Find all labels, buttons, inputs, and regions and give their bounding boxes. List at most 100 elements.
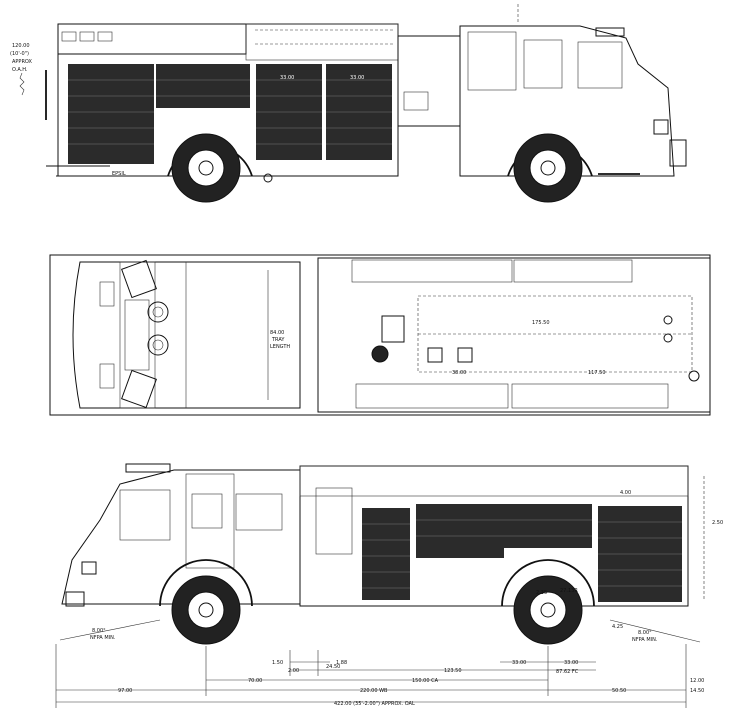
- cab-window-front: [119, 489, 171, 541]
- cab-window: [235, 493, 283, 531]
- dim-row4: 97.00: [118, 688, 132, 694]
- cab-window: [191, 493, 223, 529]
- compartment-label: 33.00: [280, 75, 294, 81]
- rear-hub: [198, 160, 214, 176]
- dim-row3: 70.00: [248, 678, 262, 684]
- top-compartment: [351, 259, 513, 283]
- side-elevation-bottom: 4.00 2.50 2.35 27.13R 4.25 8.00° NFPA MI…: [59, 463, 723, 645]
- top-compartment: [513, 259, 633, 283]
- valve: [427, 347, 443, 363]
- dim-row1: 33.00: [512, 660, 526, 666]
- approach-angle-line: [59, 619, 161, 641]
- departure-angle-line: [609, 619, 701, 643]
- top-compartment: [511, 383, 669, 409]
- pump-panel: [315, 487, 353, 555]
- rollup-door: [156, 64, 250, 108]
- seat: [99, 281, 115, 307]
- cab-outline: [459, 25, 675, 177]
- dim-row1: 1.50: [272, 660, 283, 666]
- valve: [457, 347, 473, 363]
- top-dim: 117.50: [588, 370, 606, 376]
- siren: [147, 301, 169, 323]
- marker-light: [79, 31, 95, 42]
- ground-rear-label: NFPA MIN.: [632, 637, 658, 643]
- height-note-2: (10'-0"): [10, 51, 29, 57]
- dim-row3: 150.00 CA: [412, 678, 439, 684]
- body-top: [317, 257, 711, 413]
- dim-row4: 220.00 WB: [360, 688, 388, 694]
- door-slats: [68, 79, 392, 145]
- top-dim: 175.50: [532, 320, 550, 326]
- cab-door: [467, 31, 517, 91]
- front-light: [81, 561, 97, 575]
- tray-dim-label: TRAY: [271, 337, 285, 343]
- dim-425: 4.25: [612, 624, 623, 630]
- dim-row2: 24.50: [326, 664, 340, 670]
- front-hub: [198, 602, 214, 618]
- door-slats: [362, 519, 682, 589]
- rear-hub: [540, 602, 556, 618]
- dim-row2: 87.62 FC: [556, 669, 579, 675]
- ground-rear-angle: 8.00°: [638, 630, 652, 636]
- plate-text: EPSIL: [112, 171, 126, 177]
- top-dim: 38.00: [452, 370, 466, 376]
- cab-roof: [72, 261, 301, 409]
- rollup-door: [68, 64, 154, 164]
- dim-row2: 123.50: [444, 668, 462, 674]
- light-bar: [125, 463, 171, 473]
- dim-row2: 2.00: [288, 668, 299, 674]
- rollup-door: [416, 504, 504, 558]
- height-note-3: APPROX: [12, 59, 33, 65]
- height-note-1: 120.00: [12, 43, 30, 49]
- front-wheel-well: [159, 559, 253, 607]
- pump-wheel: [371, 345, 389, 363]
- cab-door: [185, 473, 235, 569]
- dim-row4: 50.50: [612, 688, 626, 694]
- side-elevation-top: 120.00 (10'-0") APPROX O.A.H.: [10, 4, 687, 203]
- bumper: [65, 591, 85, 607]
- ground-front-label: NFPA MIN.: [90, 635, 116, 641]
- dim-right: 14.50: [690, 688, 704, 694]
- right-dim: 4.00: [620, 490, 631, 496]
- pump-unit: [381, 315, 405, 343]
- hose-bed: [299, 465, 689, 497]
- dimension-lines: 1.50 1.88 33.00 33.00 2.00 24.50 123.50 …: [55, 644, 704, 708]
- break-line: [19, 72, 25, 96]
- siren: [147, 334, 169, 356]
- cab-window-front: [577, 41, 623, 89]
- dim-row5: 422.00 (35'-2.00") APPROX. OAL: [334, 701, 415, 707]
- cab-window: [523, 39, 563, 89]
- upper-compartment: [57, 23, 247, 55]
- wheel-dim: 27.13R: [560, 588, 578, 594]
- pump-panel: [397, 35, 461, 127]
- front-hub: [540, 160, 556, 176]
- front-light: [653, 119, 669, 135]
- bumper: [669, 139, 687, 167]
- dim-row1: 33.00: [564, 660, 578, 666]
- roof-hatch: [124, 299, 150, 371]
- mirror: [121, 369, 157, 409]
- marker-light: [97, 31, 113, 42]
- tray-dim-label: LENGTH: [270, 344, 290, 350]
- dim-right: 12.00: [690, 678, 704, 684]
- compartment-label: 33.00: [350, 75, 364, 81]
- tray-dim-value: 84.00: [270, 330, 284, 336]
- light-bar: [595, 27, 625, 37]
- rollup-door: [362, 508, 410, 600]
- rollup-door: [504, 504, 592, 548]
- seat: [99, 363, 115, 389]
- fill-cap: [263, 173, 273, 183]
- pump-gauge-panel: [403, 91, 429, 111]
- right-dim: 2.50: [712, 520, 723, 526]
- top-view: 84.00 TRAY LENGTH 175.50 38.00 117.50: [49, 254, 711, 416]
- height-annotation: 120.00 (10'-0") APPROX O.A.H.: [10, 43, 33, 96]
- marker-light: [61, 31, 77, 42]
- ground-front-angle: 8.00°: [92, 628, 106, 634]
- wheel-dim: 2.35: [536, 590, 547, 596]
- height-note-4: O.A.H.: [12, 67, 28, 73]
- top-compartment: [355, 383, 509, 409]
- dim-row1: 1.88: [336, 660, 347, 666]
- mirror: [121, 259, 157, 299]
- rear-wheel-well: [501, 559, 595, 607]
